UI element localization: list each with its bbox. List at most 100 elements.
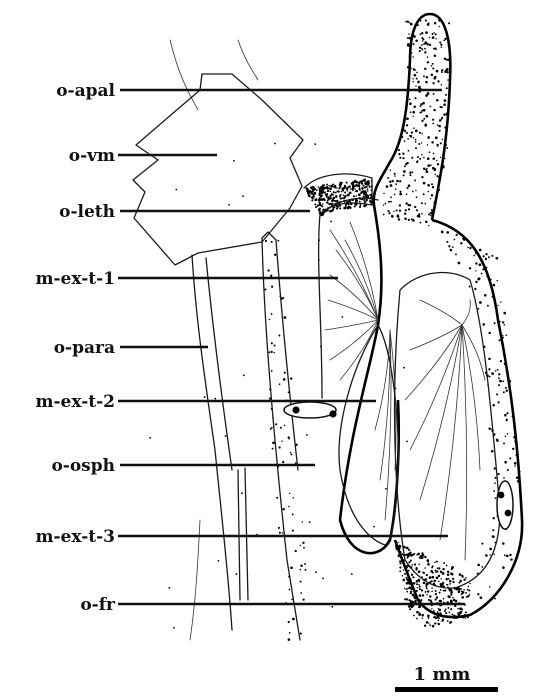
stipple-dot bbox=[323, 184, 325, 186]
stipple-dot bbox=[478, 308, 480, 310]
stipple-dot bbox=[504, 324, 506, 326]
stipple-dot bbox=[289, 589, 291, 591]
stipple-dot bbox=[450, 608, 452, 610]
stipple-dot bbox=[445, 578, 448, 581]
stipple-dot bbox=[334, 200, 335, 201]
stipple-dot bbox=[271, 342, 273, 344]
stipple-dot bbox=[421, 176, 423, 178]
stipple-dot bbox=[426, 170, 429, 173]
stipple-dot bbox=[423, 182, 426, 185]
stipple-dot bbox=[414, 97, 416, 99]
stipple-dot bbox=[411, 157, 413, 159]
stipple-dot bbox=[394, 194, 396, 196]
stipple-dot bbox=[412, 81, 414, 83]
stipple-dot bbox=[384, 203, 386, 205]
stipple-dot bbox=[278, 527, 280, 529]
stipple-dot bbox=[421, 202, 423, 204]
stipple-dot bbox=[403, 174, 405, 176]
stipple-dot bbox=[416, 161, 418, 163]
stipple-dot bbox=[330, 191, 331, 192]
stipple-dot bbox=[440, 106, 442, 108]
stipple-dot bbox=[431, 608, 432, 609]
stipple-dot bbox=[427, 157, 430, 160]
stipple-dot bbox=[431, 74, 434, 77]
stipple-dot bbox=[292, 513, 294, 515]
stipple-dot bbox=[443, 103, 446, 106]
stipple-dot bbox=[399, 566, 401, 568]
stipple-dot bbox=[469, 247, 471, 249]
stipple-dot bbox=[330, 185, 333, 188]
stipple-dot bbox=[271, 241, 273, 243]
stipple-dot bbox=[422, 594, 424, 596]
stipple-dot bbox=[432, 167, 435, 170]
stipple-dot bbox=[418, 143, 420, 145]
stipple-dot bbox=[442, 568, 444, 570]
stipple-dot bbox=[467, 247, 469, 249]
stipple-dot bbox=[489, 376, 491, 378]
stipple-dot bbox=[326, 201, 328, 203]
stipple-dot bbox=[322, 189, 324, 191]
stipple-dot bbox=[446, 584, 448, 586]
stipple-dot bbox=[420, 111, 422, 113]
stipple-dot bbox=[399, 209, 401, 211]
stipple-dot bbox=[443, 598, 445, 600]
stipple-dot bbox=[503, 477, 505, 479]
stipple-dot bbox=[290, 377, 292, 379]
stipple-dot bbox=[421, 142, 422, 143]
stipple-dot bbox=[269, 319, 271, 321]
stipple-dot bbox=[426, 621, 429, 624]
stipple-dot bbox=[419, 158, 421, 160]
stipple-dot bbox=[475, 281, 477, 283]
stipple-dot bbox=[430, 106, 432, 108]
stipple-dot bbox=[506, 390, 508, 392]
stipple-dot bbox=[447, 620, 449, 622]
stipple-dot bbox=[314, 199, 317, 202]
stipple-dot bbox=[399, 157, 401, 159]
stipple-dot bbox=[441, 71, 443, 73]
stipple-dot bbox=[449, 583, 451, 585]
stipple-dot bbox=[361, 182, 363, 184]
o-apal-element bbox=[340, 14, 430, 553]
stipple-dot bbox=[440, 570, 443, 573]
stipple-dot bbox=[424, 556, 426, 558]
stipple-dot bbox=[383, 193, 385, 195]
stipple-dot bbox=[437, 567, 439, 569]
stipple-dot bbox=[292, 530, 294, 532]
stipple-dot bbox=[416, 209, 418, 211]
stipple-dot bbox=[404, 573, 406, 575]
stipple-dot bbox=[352, 181, 354, 183]
stipple-dot bbox=[415, 139, 417, 141]
stipple-dot bbox=[369, 194, 371, 196]
stipple-dot bbox=[443, 562, 445, 564]
stipple-dot bbox=[309, 196, 311, 198]
stipple-dot bbox=[364, 190, 365, 191]
label-o-apal: o-apal bbox=[56, 81, 115, 101]
stipple-dot bbox=[333, 186, 335, 188]
stipple-dot bbox=[425, 220, 428, 223]
stipple-dot bbox=[433, 617, 435, 619]
stipple-dot bbox=[468, 595, 470, 597]
stipple-dot bbox=[450, 589, 453, 592]
stipple-dot bbox=[446, 87, 448, 89]
stipple-dot bbox=[429, 576, 432, 579]
stipple-dot bbox=[276, 497, 278, 499]
stipple-dot bbox=[421, 589, 423, 591]
stipple-dot bbox=[424, 41, 427, 44]
stipple-dot bbox=[434, 622, 436, 624]
stipple-dot bbox=[265, 240, 267, 242]
stipple-dot bbox=[444, 58, 446, 60]
stipple-dot bbox=[416, 618, 418, 620]
stipple-dot bbox=[334, 186, 336, 188]
stipple-dot bbox=[343, 198, 345, 200]
stipple-dot bbox=[410, 111, 412, 113]
stipple-dot bbox=[444, 610, 446, 612]
stipple-dot bbox=[414, 74, 416, 76]
stipple-dot bbox=[496, 440, 498, 442]
stipple-dot bbox=[364, 187, 365, 188]
stipple-dot bbox=[463, 579, 465, 581]
stipple-dot bbox=[343, 194, 345, 196]
stipple-dot bbox=[405, 209, 407, 211]
stipple-dot bbox=[475, 262, 477, 264]
stipple-dot bbox=[218, 560, 220, 562]
stipple-dot bbox=[324, 199, 326, 201]
